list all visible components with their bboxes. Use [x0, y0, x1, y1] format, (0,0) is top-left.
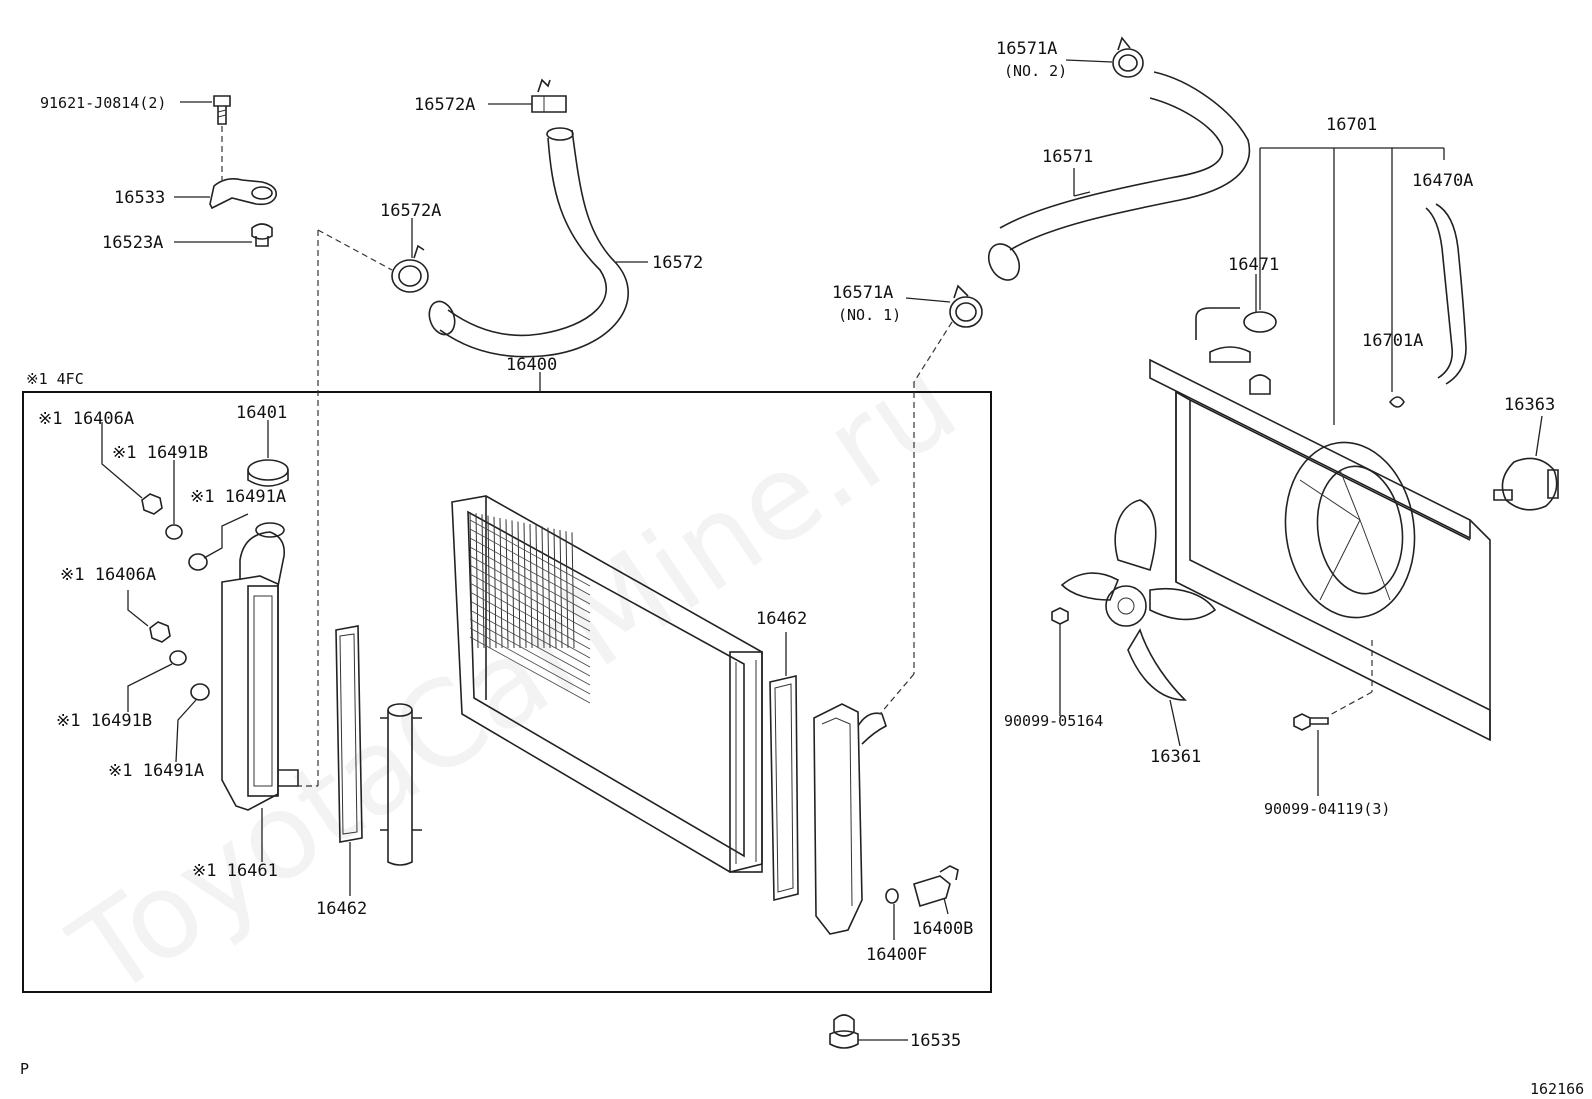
right-tank [813, 703, 887, 935]
label-16701a: 16701A [1362, 331, 1423, 351]
label-16400: 16400 [506, 355, 557, 375]
clamp-16571A-no2 [1112, 36, 1144, 78]
hose-16571 [987, 71, 1251, 281]
oring-16491A-a [188, 553, 208, 571]
oring-16400F [885, 888, 899, 904]
label-16571a-no1: 16571A [832, 283, 893, 303]
label-16363: 16363 [1504, 395, 1555, 415]
label-91621-j0814: 91621-J0814(2) [40, 94, 166, 112]
label-no2: (NO. 2) [1004, 62, 1067, 80]
left-tank-16461 [221, 522, 299, 811]
gasket-16462-right [769, 674, 799, 902]
leader-lines [101, 59, 1543, 1041]
clip-16701A [1388, 396, 1405, 408]
label-16471: 16471 [1228, 255, 1279, 275]
label-16400f: 16400F [866, 945, 927, 965]
hose-16470A [1425, 203, 1467, 385]
label-16491b-1: ※1 16491B [112, 443, 208, 463]
label-16572a-mid: 16572A [380, 201, 441, 221]
label-16571: 16571 [1042, 147, 1093, 167]
label-16401: 16401 [236, 403, 287, 423]
watermark: ToyotaCarMine.ru [48, 332, 981, 1023]
label-16461: ※1 16461 [192, 861, 278, 881]
nut-90099-05164 [1051, 607, 1069, 625]
tank-cap-16471 [1195, 307, 1277, 340]
clamp-16571A-no1 [949, 284, 983, 328]
label-no1: (NO. 1) [838, 306, 901, 324]
plug-16406A-a [141, 493, 163, 515]
label-16406a-2: ※1 16406A [60, 565, 156, 585]
label-16400b: 16400B [912, 919, 973, 939]
pipe-left [380, 703, 422, 866]
footer-left: P [20, 1060, 29, 1078]
label-16523a: 16523A [102, 233, 163, 253]
bolt-90099-04119 [1293, 713, 1329, 731]
label-16491a-1: ※1 16491A [190, 487, 286, 507]
group-title: ※1 4FC [26, 370, 84, 388]
clamp-16572A-top [531, 78, 567, 113]
grommet-16523A [251, 223, 273, 247]
motor-16363 [1493, 457, 1559, 511]
footer-right: 162166 [1530, 1080, 1584, 1098]
label-16535: 16535 [910, 1031, 961, 1051]
label-16533: 16533 [114, 188, 165, 208]
bolt-91621 [213, 95, 231, 125]
hose-16572 [428, 127, 629, 358]
label-90099-04119: 90099-04119(3) [1264, 800, 1390, 818]
drain-16400B [913, 865, 959, 908]
oring-16491A-b [190, 683, 210, 701]
label-16572: 16572 [652, 253, 703, 273]
label-16462-left: 16462 [316, 899, 367, 919]
label-16491a-2: ※1 16491A [108, 761, 204, 781]
label-16406a-1: ※1 16406A [38, 409, 134, 429]
label-16571a-no2: 16571A [996, 39, 1057, 59]
gasket-16491B-b [169, 650, 187, 666]
label-16361: 16361 [1150, 747, 1201, 767]
label-16462-right: 16462 [756, 609, 807, 629]
plug-16406A-b [149, 621, 171, 643]
gasket-16491B-a [165, 524, 183, 540]
fan-16361 [1060, 499, 1217, 701]
radiator-assembly-box [22, 391, 992, 993]
label-16491b-2: ※1 16491B [56, 711, 152, 731]
clamp-16572A-mid [391, 244, 429, 293]
cap-16401 [247, 459, 289, 487]
gasket-16462-left [335, 625, 363, 843]
label-16701: 16701 [1326, 115, 1377, 135]
bracket-16533 [209, 178, 278, 210]
label-16572a-top: 16572A [414, 95, 475, 115]
part-labels: 91621-J0814(2) 16533 16523A 16572A 16572… [20, 39, 1584, 1098]
radiator-fins [469, 511, 591, 704]
fan-shroud-16701 [1149, 346, 1491, 742]
cushion-16535 [829, 1014, 859, 1049]
label-16470a: 16470A [1412, 171, 1473, 191]
label-90099-05164: 90099-05164 [1004, 712, 1103, 730]
